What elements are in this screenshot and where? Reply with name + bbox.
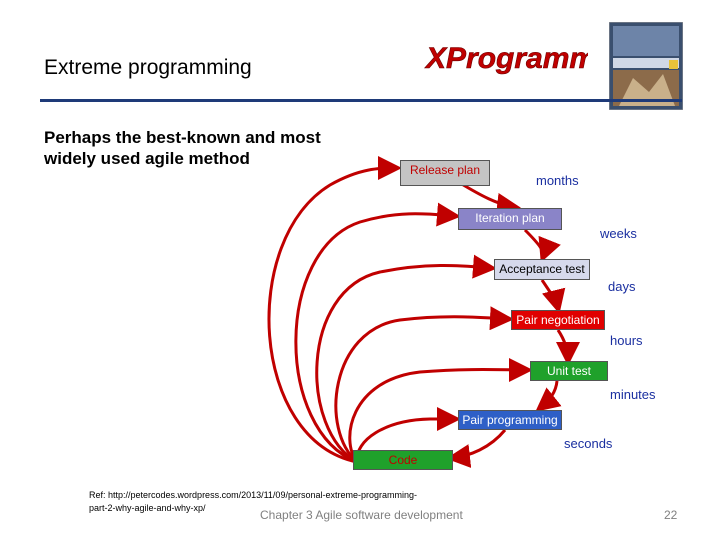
iteration-plan-label: Iteration plan — [475, 211, 544, 225]
footer-text: Chapter 3 Agile software development — [260, 508, 463, 522]
unit-test-box: Unit test — [530, 361, 608, 381]
flow-arrow-3 — [542, 280, 558, 308]
flow-arrow-1 — [460, 183, 515, 207]
code-label: Code — [389, 453, 418, 467]
page-number: 22 — [664, 508, 677, 522]
time-label-weeks: weeks — [600, 226, 637, 241]
loop-arrow-release — [269, 168, 396, 462]
flow-arrow-4 — [558, 330, 568, 360]
pair-negotiation-box: Pair negotiation — [511, 310, 605, 330]
loop-arrow-negotiation — [336, 317, 508, 462]
release-plan-label: Release plan — [410, 163, 480, 177]
pair-programming-box: Pair programming — [458, 410, 562, 430]
flow-arrow-6 — [452, 430, 505, 458]
release-plan-box: Release plan — [400, 160, 490, 186]
time-label-months: months — [536, 173, 579, 188]
acceptance-test-box: Acceptance test — [494, 259, 590, 280]
pair-programming-label: Pair programming — [462, 413, 557, 427]
time-label-hours: hours — [610, 333, 643, 348]
pair-negotiation-label: Pair negotiation — [516, 313, 599, 327]
iteration-plan-box: Iteration plan — [458, 208, 562, 230]
time-label-seconds: seconds — [564, 436, 612, 451]
unit-test-label: Unit test — [547, 364, 591, 378]
flow-arrow-2 — [525, 230, 543, 257]
code-box: Code — [353, 450, 453, 470]
time-label-minutes: minutes — [610, 387, 656, 402]
time-label-days: days — [608, 279, 635, 294]
flow-arrow-5 — [540, 381, 557, 408]
acceptance-test-label: Acceptance test — [499, 262, 584, 276]
